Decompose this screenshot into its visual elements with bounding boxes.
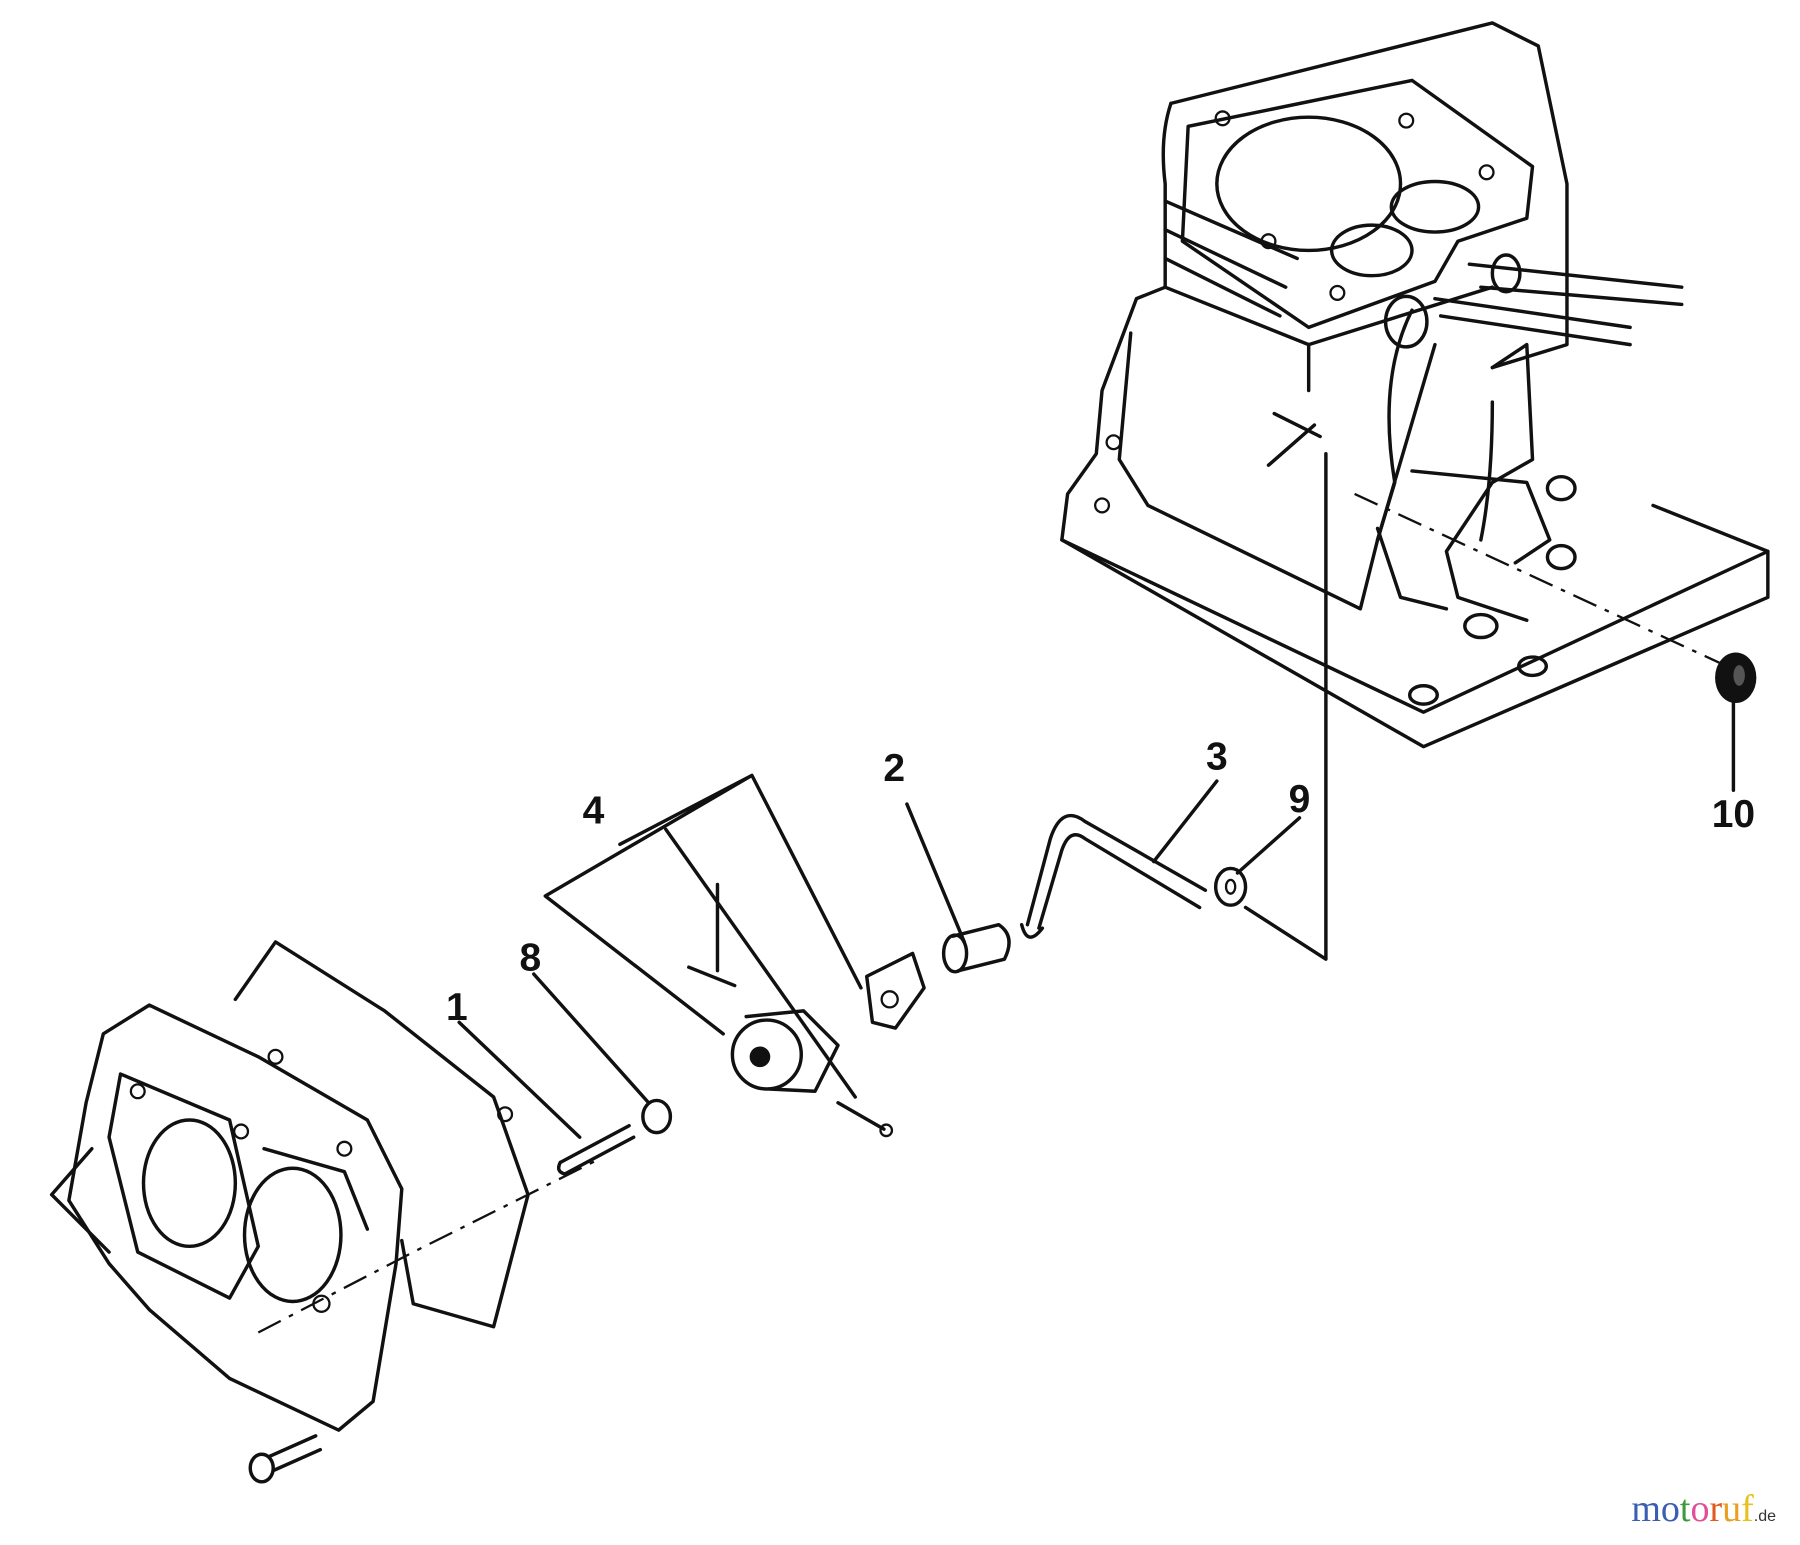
crankcase-cover-and-gasket	[49, 940, 598, 1432]
motoruf-watermark-logo: motoruf.de	[1631, 1487, 1776, 1531]
part-9-washer	[1213, 866, 1248, 907]
part-10-oil-seal	[1715, 652, 1757, 704]
part-3-oil-pipe	[1019, 813, 1208, 939]
leader-line-long	[1243, 452, 1328, 961]
leader-line-8	[532, 972, 651, 1105]
callout-4: 4	[583, 790, 605, 833]
watermark-text: motoruf	[1631, 1487, 1753, 1531]
callout-2: 2	[883, 747, 905, 790]
watermark-letter: u	[1722, 1488, 1742, 1530]
callout-1: 1	[446, 986, 468, 1029]
part-2-bushing	[941, 922, 1011, 974]
callout-8: 8	[520, 937, 542, 980]
part-4-oil-pump-assembly	[687, 951, 926, 1138]
shaft-axis-line	[1354, 492, 1723, 665]
watermark-letter: r	[1709, 1488, 1723, 1530]
leader-line-2	[905, 802, 967, 944]
callout-3: 3	[1206, 736, 1228, 779]
engine-block	[1060, 21, 1770, 749]
watermark-suffix: .de	[1753, 1508, 1776, 1525]
leader-line-3	[1151, 779, 1219, 864]
part-4-bracket-lines	[543, 773, 863, 1099]
watermark-letter: m	[1631, 1488, 1661, 1530]
callout-9: 9	[1289, 778, 1311, 821]
watermark-letter: f	[1741, 1488, 1754, 1530]
leader-line-9	[1235, 816, 1302, 875]
watermark-letter: o	[1660, 1488, 1680, 1530]
cover-bolt	[248, 1434, 323, 1484]
part-8-washer	[641, 1098, 673, 1135]
watermark-letter: t	[1679, 1488, 1691, 1530]
part-1-shaft-pin	[556, 1124, 636, 1176]
callout-10: 10	[1712, 793, 1755, 836]
watermark-letter: o	[1690, 1488, 1710, 1530]
leader-line-1	[457, 1020, 582, 1139]
